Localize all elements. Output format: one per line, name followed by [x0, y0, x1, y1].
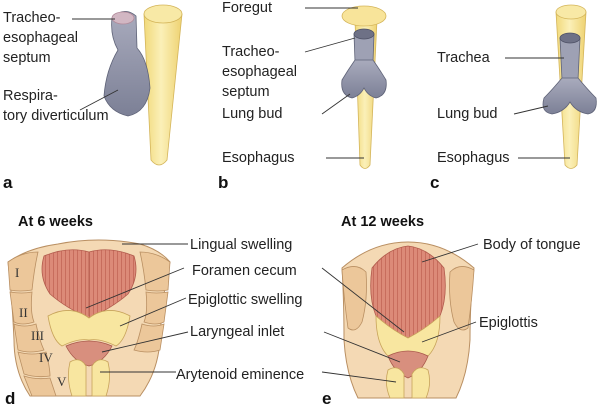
- leader-septum-b: [304, 37, 356, 53]
- epiglottic-swelling-d: [47, 310, 131, 347]
- label-body-of-tongue: Body of tongue: [483, 237, 581, 253]
- leader-epiglottic-swelling: [119, 297, 187, 327]
- leader-laryngeal-inlet: [101, 331, 189, 353]
- label-foregut: Foregut: [222, 0, 272, 16]
- panel-letter-d: d: [5, 389, 15, 408]
- trachea-c: [559, 37, 581, 81]
- arch-i-right-d: [139, 251, 171, 292]
- panel-d: I II III IV V At 6 weeks Lingual swellin…: [5, 214, 304, 408]
- esophagus-opening-c: [555, 4, 587, 20]
- arytenoid-right-d: [91, 359, 110, 397]
- panel-letter-c: c: [430, 173, 439, 192]
- label-arytenoid-eminence: Arytenoid eminence: [176, 367, 304, 383]
- foregut-opening: [341, 5, 387, 27]
- arch-numeral-iii: III: [31, 328, 44, 343]
- tracheal-ring-b: [353, 28, 375, 40]
- arch-iii-right-d: [133, 323, 165, 353]
- label-esophagus-c: Esophagus: [437, 150, 510, 166]
- label-lung-bud-b: Lung bud: [222, 106, 282, 122]
- panel-letter-b: b: [218, 173, 228, 192]
- arch-ii-right-d: [143, 291, 169, 325]
- panel-letter-a: a: [3, 173, 13, 192]
- leader-laryngeal-inlet-e: [323, 331, 401, 363]
- panel-c: Trachea Lung bud Esophagus c: [430, 4, 597, 192]
- arch-ii-d: [9, 291, 35, 325]
- label-lingual-swelling: Lingual swelling: [190, 237, 292, 253]
- panel-letter-e: e: [322, 389, 331, 408]
- label-laryngeal-inlet: Laryngeal inlet: [190, 324, 284, 340]
- leader-epiglottis: [421, 321, 477, 343]
- label-epiglottic-swelling: Epiglottic swelling: [188, 292, 302, 308]
- heading-6-weeks: At 6 weeks: [18, 214, 93, 230]
- arytenoid-left-e: [386, 367, 405, 399]
- septum-ridge-a: [111, 11, 135, 25]
- arch-numeral-iv: IV: [39, 350, 53, 365]
- lateral-fold-left-e: [341, 266, 367, 331]
- arch-iv-d: [17, 351, 51, 378]
- label-trachea: Trachea: [437, 50, 491, 66]
- label-foramen-cecum: Foramen cecum: [192, 263, 297, 279]
- arch-iii-d: [13, 323, 45, 353]
- arytenoid-left-d: [68, 359, 87, 397]
- arch-numeral-ii: II: [19, 305, 28, 320]
- leader-body-of-tongue: [421, 243, 479, 263]
- epiglottis-e: [375, 315, 441, 357]
- leader-lung-bud-c: [513, 105, 549, 115]
- arch-numeral-v: V: [57, 374, 67, 389]
- arytenoid-right-e: [411, 367, 430, 399]
- tracheal-ring-c: [559, 32, 581, 44]
- label-esophagus-b: Esophagus: [222, 150, 295, 166]
- lateral-fold-right-e: [449, 266, 475, 331]
- leader-foramen-cecum: [85, 267, 185, 309]
- esophagus-opening-a: [143, 4, 183, 24]
- arch-i-d: [7, 251, 39, 292]
- label-epiglottis: Epiglottis: [479, 315, 538, 331]
- lung-bud-c: [542, 77, 597, 115]
- label-diverticulum-a: Respira-tory diverticulum: [3, 88, 109, 124]
- leader-foramen-cecum-e: [321, 267, 405, 333]
- arch-numeral-i: I: [15, 265, 19, 280]
- panel-e: At 12 weeks Body of tongue Epiglottis e: [321, 214, 581, 408]
- leader-diverticulum-a: [79, 89, 119, 111]
- lung-bud-b: [341, 59, 387, 99]
- leader-arytenoid-eminence-e: [321, 371, 397, 383]
- label-lung-bud-c: Lung bud: [437, 106, 497, 122]
- respiratory-diverticulum-shape: [103, 11, 151, 117]
- arch-v-d: [23, 375, 57, 397]
- heading-12-weeks: At 12 weeks: [341, 214, 424, 230]
- leader-lung-bud-b: [321, 93, 351, 115]
